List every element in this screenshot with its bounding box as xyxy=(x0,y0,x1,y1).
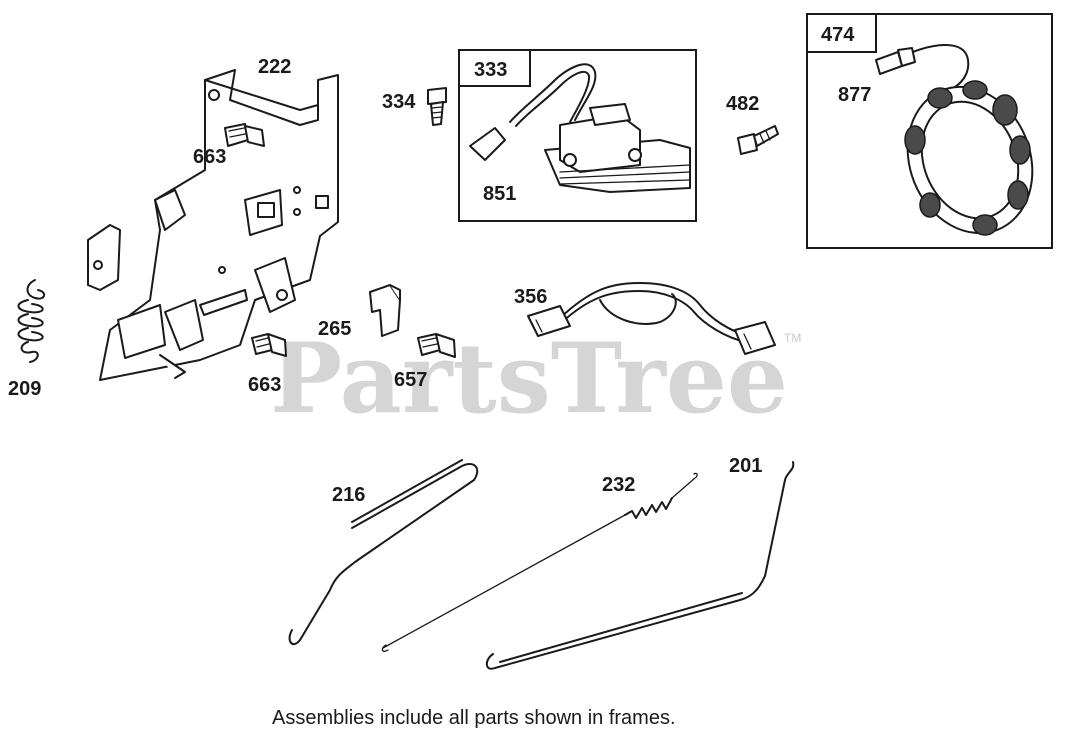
screw-482-drawing xyxy=(737,125,779,155)
frame-333-box xyxy=(458,49,697,222)
ignition-coil-851-drawing xyxy=(469,63,691,193)
part-334-label[interactable]: 334 xyxy=(382,91,416,113)
part-663-lower-label[interactable]: 663 xyxy=(248,374,281,396)
bolt-663-upper-drawing xyxy=(224,123,265,147)
frame-333-label[interactable]: 333 xyxy=(474,59,507,81)
part-663-upper-label[interactable]: 663 xyxy=(193,146,226,168)
frame-474-box xyxy=(806,13,1053,249)
alternator-877-drawing xyxy=(875,44,1034,236)
part-222-label[interactable]: 222 xyxy=(258,56,291,78)
part-851-label[interactable]: 851 xyxy=(483,183,516,205)
control-bracket-drawing xyxy=(87,69,339,381)
bolt-657-drawing xyxy=(417,333,456,358)
frame-474-label[interactable]: 474 xyxy=(821,24,855,46)
part-482-label[interactable]: 482 xyxy=(726,93,759,115)
bolt-663-lower-drawing xyxy=(251,333,287,357)
part-877-label[interactable]: 877 xyxy=(838,84,871,106)
throttle-link-201-drawing xyxy=(485,461,795,670)
clip-265-drawing xyxy=(369,284,401,337)
part-216-label[interactable]: 216 xyxy=(332,484,365,506)
part-356-label[interactable]: 356 xyxy=(514,286,547,308)
part-209-label[interactable]: 209 xyxy=(8,378,41,400)
part-232-label[interactable]: 232 xyxy=(602,474,635,496)
diagram-caption: Assemblies include all parts shown in fr… xyxy=(272,707,676,729)
part-201-label[interactable]: 201 xyxy=(729,455,762,477)
spring-209-drawing xyxy=(17,279,46,363)
governor-spring-232-drawing xyxy=(381,472,698,652)
frame-333-tab xyxy=(458,49,531,87)
screw-334-drawing xyxy=(427,87,447,126)
part-265-label[interactable]: 265 xyxy=(318,318,351,340)
watermark-trademark: TM xyxy=(784,331,801,345)
link-rod-216-drawing xyxy=(288,459,479,646)
wire-harness-356-drawing xyxy=(527,282,776,355)
part-657-label[interactable]: 657 xyxy=(394,369,427,391)
frame-474-tab xyxy=(806,13,877,53)
watermark-text: PartsTree xyxy=(270,322,788,435)
